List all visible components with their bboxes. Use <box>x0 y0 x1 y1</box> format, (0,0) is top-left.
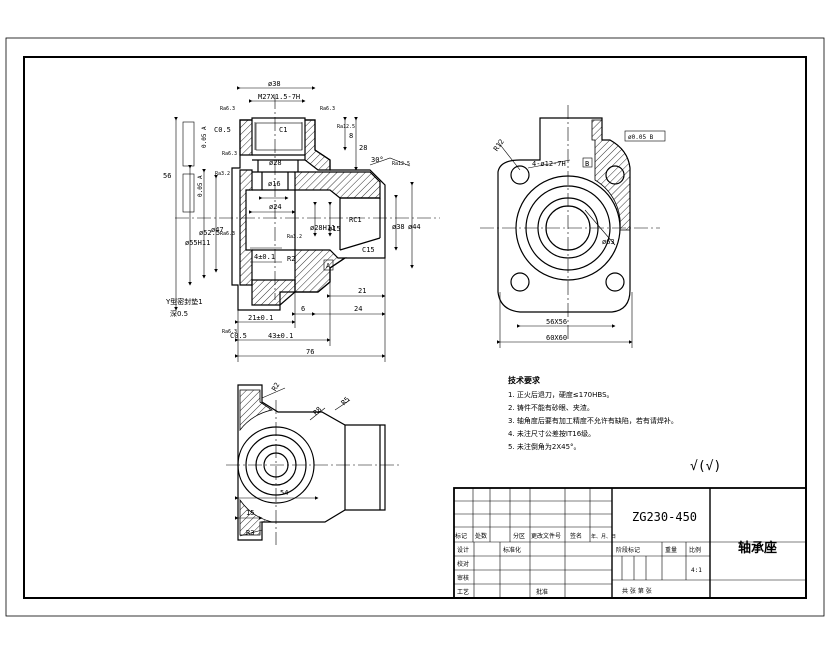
tech-item-4: 4. 未注尺寸公差按IT16级。 <box>508 429 595 438</box>
tb-col-sign: 签名 <box>570 532 582 540</box>
dim-len4: 4±0.1 <box>254 253 275 261</box>
gdt-frame-2 <box>182 173 195 213</box>
front-section-view <box>175 95 440 311</box>
note-seal: Y型密封垫1 <box>165 297 203 306</box>
dim-d38b: ø38 <box>392 223 405 231</box>
dim-d38: ø38 <box>268 80 281 88</box>
tb-standard: 标准化 <box>503 546 521 554</box>
dim-d63: ø63 <box>602 238 615 246</box>
tb-col-date: 年、月、日 <box>591 533 616 540</box>
tech-title: 技术要求 <box>508 375 541 385</box>
dim-len43: 43±0.1 <box>268 332 293 340</box>
tb-part-name: 轴承座 <box>738 540 777 556</box>
tb-review: 审核 <box>457 574 469 582</box>
gdt-frame-side <box>624 130 666 142</box>
dim-d28h11: ø28H11 <box>310 224 335 232</box>
dim-len21a: 21 <box>358 287 366 295</box>
dim-56x56: 56X56 <box>546 318 567 326</box>
dim-d55h11: ø55H11 <box>185 239 210 247</box>
dim-d24: ø24 <box>269 203 282 211</box>
note-depth: 深0.5 <box>170 309 188 318</box>
tb-sheets: 共 张 第 张 <box>622 587 652 595</box>
gdt-frame-1 <box>182 121 195 167</box>
dim-rc1: RC1 <box>349 216 362 224</box>
dim-top-r2: R2 <box>270 381 281 392</box>
title-block <box>453 487 807 599</box>
dim-len21b: 21±0.1 <box>248 314 273 322</box>
dim-len8: 8 <box>349 132 353 140</box>
tb-scale: 比例 <box>689 546 701 554</box>
tech-item-2: 2. 铸件不能有砂眼、夹渣。 <box>508 403 594 412</box>
tech-item-1: 1. 正火后退刀，硬度≤170HBS。 <box>508 390 614 399</box>
datum-a-box <box>323 259 334 271</box>
outer-border <box>5 37 825 617</box>
chamfer-note: C0.5 <box>230 332 247 340</box>
roughness-7: Ra6.3 <box>220 231 235 237</box>
dim-c05: C0.5 <box>214 126 231 134</box>
dim-r2: R2 <box>287 255 295 263</box>
roughness-2: Ra6.3 <box>320 106 335 112</box>
dim-top-54: 54 <box>280 489 288 497</box>
dim-thread: M27X1.5-7H <box>258 93 300 101</box>
gdt-side-text: ø0.05 B <box>628 134 654 141</box>
tb-approve: 批准 <box>536 588 548 596</box>
tech-item-3: 3. 轴角度后要有加工精度不允许有缺陷，若有请焊补。 <box>508 416 678 425</box>
dim-len28: 28 <box>359 144 367 152</box>
roughness-9: Ra6.3 <box>222 329 237 335</box>
tb-process: 工艺 <box>457 588 469 596</box>
dim-len24: 24 <box>354 305 362 313</box>
roughness-8: Ra3.2 <box>287 234 302 240</box>
roughness-4: Ra6.3 <box>222 151 237 157</box>
tb-check: 校对 <box>457 560 469 568</box>
tb-scale-value: 4:1 <box>691 567 702 574</box>
tb-col-zone: 分区 <box>513 532 525 540</box>
dim-holes: 4-ø12-7H <box>532 160 566 168</box>
dim-top-15: 15 <box>246 509 254 517</box>
dim-d28: ø28 <box>269 159 282 167</box>
dim-c1: C1 <box>279 126 287 134</box>
roughness-1: Ra6.3 <box>220 106 235 112</box>
dim-angle30: 30° <box>371 156 384 164</box>
roughness-6: Ra12.5 <box>392 161 410 167</box>
gdt-text-1: 0.05 A <box>201 126 208 148</box>
dim-r12: R12 <box>492 138 506 153</box>
tb-col-doc: 更改文件号 <box>531 532 561 540</box>
datum-b-box <box>582 157 593 168</box>
dim-60x60: 60X60 <box>546 334 567 342</box>
tb-material: ZG230-450 <box>632 510 697 524</box>
roughness-3: Ra12.5 <box>337 124 355 130</box>
dim-len56: 56 <box>163 172 171 180</box>
dim-c15: C15 <box>362 246 375 254</box>
roughness-5: Ra3.2 <box>215 171 230 177</box>
roughness-general: √(√) <box>690 459 721 474</box>
dim-len6: 6 <box>301 305 305 313</box>
side-view <box>480 105 660 340</box>
tech-item-5: 5. 未注倒角为2X45°。 <box>508 442 581 451</box>
technical-requirements: 技术要求 1. 正火后退刀，硬度≤170HBS。 2. 铸件不能有砂眼、夹渣。 … <box>508 375 678 451</box>
tb-weight: 重量 <box>665 546 677 554</box>
tb-design: 设计 <box>457 546 469 554</box>
dim-top-r3: R3 <box>246 529 254 537</box>
dim-d47: ø47 <box>211 226 224 234</box>
inner-frame <box>23 56 807 599</box>
dim-top-r5: R5 <box>340 395 352 407</box>
dim-top-r8: R8 <box>312 405 324 417</box>
dim-d44: ø44 <box>408 223 421 231</box>
tb-stage: 阶段标记 <box>616 546 640 554</box>
dim-len76: 76 <box>306 348 314 356</box>
dim-d15: ø15 <box>328 225 341 233</box>
dim-d16: ø16 <box>268 180 281 188</box>
tb-col-marks: 标记 <box>455 532 467 540</box>
dim-d52-5: ø52.5 <box>199 229 220 237</box>
tb-col-count: 处数 <box>475 532 487 540</box>
gdt-text-2: 0.05 A <box>197 175 204 197</box>
datum-b: B <box>585 160 589 168</box>
datum-a: A <box>326 262 331 270</box>
